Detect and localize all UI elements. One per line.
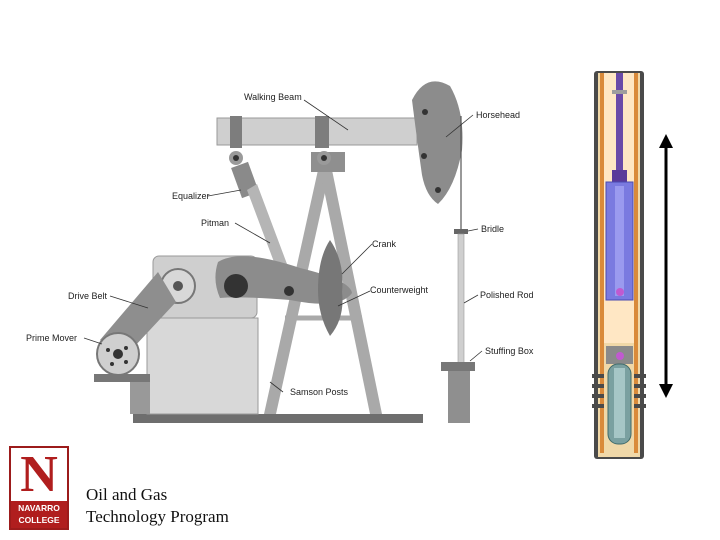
navarro-college-logo: N NAVARRO COLLEGE [9,446,69,530]
label-equalizer: Equalizer [172,191,210,201]
polished-rod [457,233,465,367]
logo-line2: COLLEGE [18,515,60,525]
wellhead [448,371,470,423]
horsehead [412,81,463,204]
counterweight [318,240,343,336]
program-title: Oil and Gas Technology Program [86,484,326,528]
label-samson-posts: Samson Posts [290,387,349,397]
downhole-pump-section [592,71,673,459]
component-labels: Walking Beam Horsehead Equalizer Pitman … [26,92,534,397]
label-prime-mover: Prime Mover [26,333,77,343]
label-horsehead: Horsehead [476,110,520,120]
label-counterweight: Counterweight [370,285,429,295]
crank-arm [215,256,352,304]
program-title-line2: Technology Program [86,507,229,526]
standing-valve-ball [616,352,624,360]
label-bridle: Bridle [481,224,504,234]
pumpjack-illustration [94,81,475,423]
base-skid [133,414,423,423]
motor-mount [94,374,150,382]
stuffing-box [441,362,475,371]
label-polished-rod: Polished Rod [480,290,534,300]
tubing-wall-right [634,73,638,453]
label-pitman: Pitman [201,218,229,228]
label-crank: Crank [372,239,397,249]
label-drive-belt: Drive Belt [68,291,108,301]
sucker-rod [616,73,623,173]
logo-band: NAVARRO COLLEGE [11,501,67,528]
traveling-valve-ball [616,288,624,296]
tubing-wall-left [600,73,604,453]
logo-line1: NAVARRO [18,503,60,513]
label-walking-beam: Walking Beam [244,92,302,102]
logo-letter: N [20,446,58,503]
program-title-line1: Oil and Gas [86,485,168,504]
label-stuffing-box: Stuffing Box [485,346,534,356]
carrier-bar [454,229,468,234]
perforations [592,374,646,408]
